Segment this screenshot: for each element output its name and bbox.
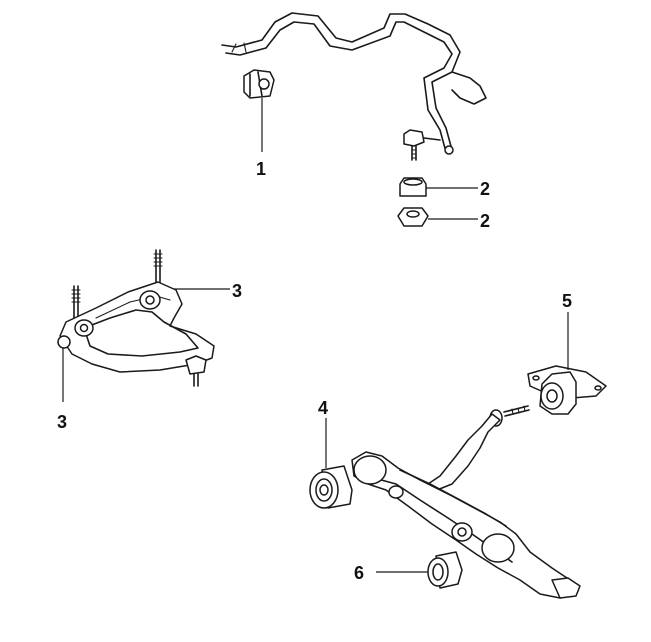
callout-1: 1 — [256, 159, 266, 179]
upper-control-arm-icon — [57, 249, 215, 387]
lower-arm-bushing-rear-icon — [527, 365, 607, 415]
stabilizer-link-icon — [403, 129, 441, 161]
callout-3-lower: 3 — [57, 412, 67, 432]
callout-3-upper: 3 — [232, 281, 242, 301]
stabilizer-link-bushing-icon — [397, 177, 429, 227]
stabilizer-bar-icon — [221, 12, 487, 155]
callout-2-lower: 2 — [480, 211, 490, 231]
callout-5: 5 — [562, 291, 572, 311]
stabilizer-bar-bushing-icon — [243, 69, 275, 99]
lower-arm-bushing-front-icon — [309, 465, 353, 509]
lower-arm-bushing-small-icon — [427, 551, 463, 589]
callout-2-upper: 2 — [480, 179, 490, 199]
lower-control-arm-icon — [351, 405, 581, 599]
callout-6: 6 — [354, 563, 364, 583]
callout-4: 4 — [318, 398, 328, 418]
